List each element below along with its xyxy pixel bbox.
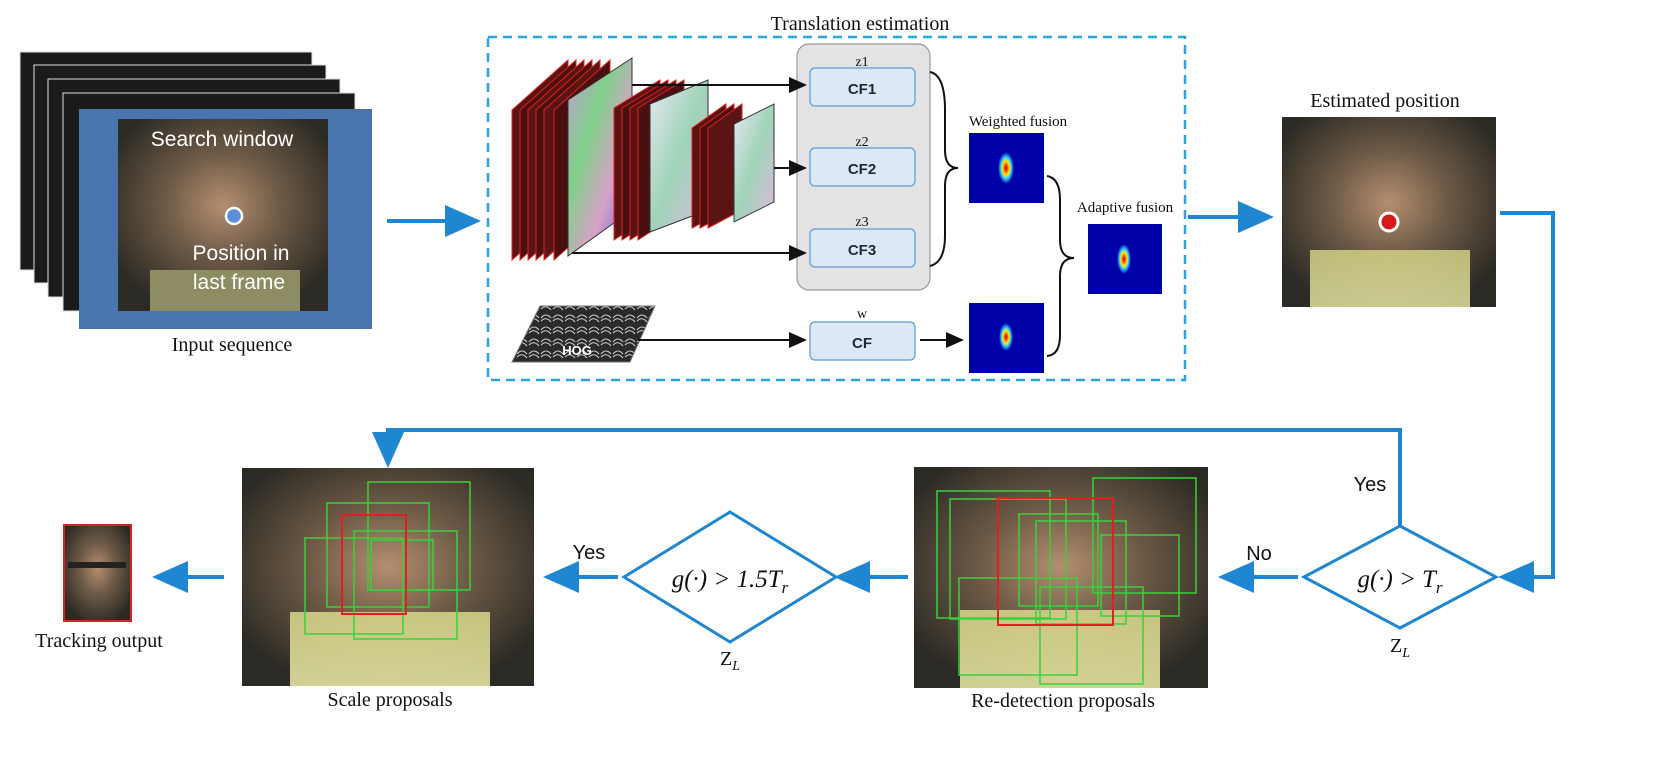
estimated-position: Estimated position (1282, 90, 1496, 307)
decision1-z-label: ZL (1390, 635, 1410, 661)
decision2-yes-label: Yes (573, 542, 606, 564)
adaptive-response-peak (1117, 244, 1131, 274)
adaptive-fusion-label: Adaptive fusion (1077, 200, 1174, 216)
translation-estimation: Translation estimation (486, 13, 1187, 382)
redetection-box-green (1039, 586, 1144, 685)
decision1-yes-label: Yes (1354, 474, 1387, 496)
cf2-label: CF2 (848, 161, 876, 178)
hog-cf-box (809, 321, 916, 361)
position-label-1: Position in (193, 242, 290, 265)
decision2-condition-var: T (768, 566, 784, 593)
cf1-z-label: z1 (855, 55, 868, 70)
hog-label: HOG (562, 343, 592, 358)
hog-cf-label: CF (852, 335, 872, 352)
output-glasses (68, 562, 126, 568)
decision2-z: Z (720, 648, 732, 670)
translation-title: Translation estimation (771, 13, 950, 35)
shirt (150, 270, 300, 311)
arrow-estimated-to-decision1 (1498, 211, 1555, 593)
redetection-box-green (1100, 534, 1180, 617)
decision1-condition-sub: r (1436, 578, 1443, 597)
decision1-condition: g(·) >Tr (1357, 566, 1442, 597)
last-position-marker (224, 206, 244, 226)
arrow-decision1-yes-to-scale (372, 428, 1402, 526)
cf2-z-label: z2 (855, 135, 868, 150)
redetection-box-green (1092, 477, 1197, 594)
decision2-z-sub: L (731, 659, 740, 674)
decision2: g(·) > 1.5Tr ZL Yes (573, 510, 839, 674)
weighted-response-peak (998, 152, 1014, 184)
redetection-box-green (958, 577, 1078, 676)
scale-shirt (290, 612, 490, 686)
tracking-output: Tracking output (35, 524, 163, 652)
position-label-2: last frame (193, 271, 285, 294)
adaptive-fusion-brace (1046, 175, 1075, 357)
hog-cf-w-label: w (857, 307, 868, 322)
cf1-label: CF1 (848, 81, 876, 98)
decision1-condition-left: g(·) > (1357, 566, 1416, 593)
decision1: g(·) >Tr ZL Yes No (1246, 474, 1500, 661)
weighted-fusion-label: Weighted fusion (969, 114, 1068, 130)
cf3-label: CF3 (848, 242, 876, 259)
estimated-position-marker (1378, 211, 1400, 233)
output-caption: Tracking output (35, 630, 163, 652)
input-sequence: Search window Position in last frame Inp… (19, 51, 372, 356)
decision1-no-label: No (1246, 543, 1272, 565)
cf1-box (809, 67, 916, 107)
estimated-shirt (1310, 250, 1470, 307)
estimated-caption: Estimated position (1310, 90, 1459, 112)
scale-box-red (341, 514, 407, 615)
hog-feature (511, 305, 656, 363)
search-window-label: Search window (151, 128, 294, 151)
decision1-z-sub: L (1401, 646, 1410, 661)
cf3-z-label: z3 (855, 215, 868, 230)
scale-proposals: Scale proposals (242, 468, 534, 711)
decision1-condition-var: T (1422, 566, 1438, 593)
decision1-z: Z (1390, 635, 1402, 657)
decision1-diamond (1300, 524, 1500, 630)
redetection-caption: Re-detection proposals (971, 690, 1155, 712)
scale-box-green (326, 502, 430, 608)
redetection-shirt (960, 610, 1160, 688)
redetection-box-red (997, 497, 1114, 626)
cnn-feature-stack-3 (691, 103, 775, 229)
output-patch (63, 524, 132, 622)
cf3-box (809, 228, 916, 268)
redetection-box-green (936, 490, 1051, 619)
weighted-fusion-brace (929, 71, 959, 267)
input-caption: Input sequence (172, 334, 293, 356)
decision2-diamond (621, 510, 839, 644)
decision2-condition-left: g(·) > 1.5 (672, 566, 768, 593)
scale-box-green (370, 539, 434, 591)
decision2-z-label: ZL (720, 648, 740, 674)
scale-caption: Scale proposals (328, 689, 453, 711)
feature-map-conv3 (733, 103, 775, 223)
redetection-proposals: Re-detection proposals (914, 467, 1208, 712)
cf2-box (809, 147, 916, 187)
translation-dashed-box (486, 35, 1187, 382)
hog-response-peak (999, 323, 1013, 351)
decision2-condition-sub: r (782, 578, 789, 597)
decision2-condition: g(·) > 1.5Tr (672, 566, 789, 597)
redetection-box-green (1018, 513, 1099, 607)
